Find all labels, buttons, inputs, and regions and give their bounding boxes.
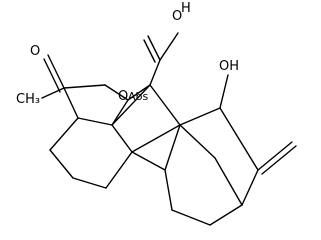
hydroxyl-label: OH [219,59,239,74]
bond [219,74,229,109]
methyl-label: CH₃ [16,92,40,107]
bond [127,84,151,101]
bond [214,157,243,206]
bond [149,84,181,126]
bond [49,117,79,151]
bond [241,169,259,206]
bond [171,209,211,226]
bond [257,141,293,171]
bond [49,149,74,179]
bond [111,99,129,126]
bond [143,39,156,63]
lactone-carbonyl-oxygen-label: O [30,44,40,59]
acid-hydrogen-label: H [181,1,191,16]
bond [261,145,297,175]
bond [219,107,259,171]
lactone-ring-abs-label: Abs [128,90,149,103]
bond [63,84,106,89]
bond [159,32,179,61]
bond [63,87,79,119]
bond [131,151,166,171]
bond [77,117,113,126]
bond [131,124,181,153]
bond [104,84,129,101]
bond [147,35,161,61]
bond [149,59,161,86]
lactone-ring-oxygen-label: O [118,89,128,104]
bond [72,177,107,189]
bond [179,107,221,126]
bond [105,151,133,189]
bond [47,54,65,89]
atom-labels: O H O O Abs CH₃ OH [16,1,239,107]
bond [111,124,133,153]
bond-lines [41,32,297,226]
bond [209,204,243,226]
acid-oxygen-label: O [172,9,182,24]
bond [41,87,65,99]
bond [179,124,216,159]
bond [164,169,173,211]
bond [111,84,151,126]
bond [43,58,61,93]
bond [164,124,181,171]
